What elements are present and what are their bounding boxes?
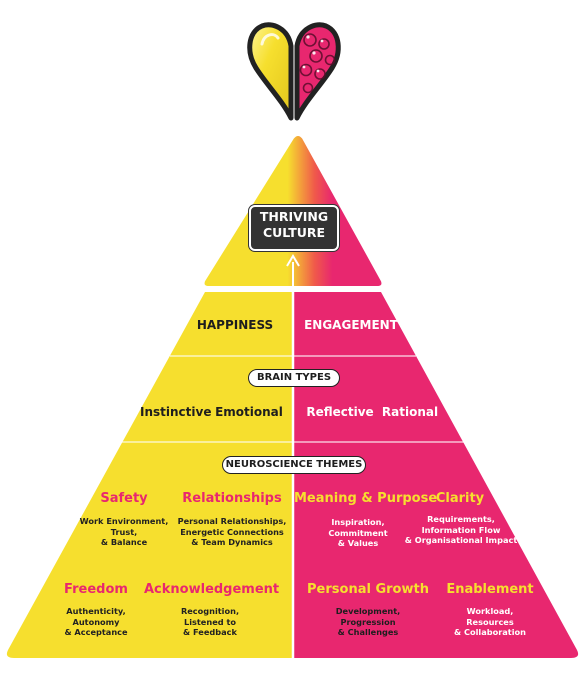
theme-clarity-title: Clarity [435, 491, 485, 506]
culture-line-2: CULTURE [262, 225, 326, 240]
brain-type-emotional: Emotional [215, 405, 283, 419]
pyramid-base [6, 292, 579, 658]
theme-acknowledgement-title: Acknowledgement [144, 582, 280, 597]
theme-relationships-title: Relationships [182, 491, 282, 506]
brain-type-rational: Rational [381, 405, 439, 419]
theme-acknowledgement-desc: Recognition, Listened to & Feedback [180, 606, 240, 637]
theme-personal-growth-title: Personal Growth [307, 582, 429, 597]
engagement-label: ENGAGEMENT [304, 318, 398, 332]
theme-personal-growth-desc: Development, Progression & Challenges [335, 606, 401, 637]
brain-type-reflective: Reflective [306, 405, 374, 419]
thriving-culture-box: THRIVING CULTURE [249, 205, 339, 251]
culture-line-1: THRIVING [259, 209, 329, 224]
theme-clarity-desc: Requirements, Information Flow & Organis… [404, 514, 518, 545]
up-arrow-icon [286, 254, 300, 296]
theme-meaning-purpose-desc: Inspiration, Commitment & Values [328, 517, 388, 548]
theme-meaning-purpose-title: Meaning & Purpose [294, 491, 438, 506]
theme-freedom-desc: Authenticity, Autonomy & Acceptance [64, 606, 128, 637]
heart-brain-logo-icon [247, 22, 341, 121]
brain-types-heading: BRAIN TYPES [248, 369, 340, 387]
happiness-label: HAPPINESS [196, 318, 274, 332]
neuroscience-themes-heading: NEUROSCIENCE THEMES [222, 456, 366, 474]
theme-safety-desc: Work Environment, Trust, & Balance [79, 516, 169, 547]
theme-relationships-desc: Personal Relationships, Energetic Connec… [177, 516, 287, 547]
theme-enablement-title: Enablement [446, 582, 534, 597]
brain-type-instinctive: Instinctive [140, 405, 212, 419]
theme-enablement-desc: Workload, Resources & Collaboration [454, 606, 526, 637]
theme-safety-title: Safety [100, 491, 148, 506]
theme-freedom-title: Freedom [64, 582, 128, 597]
